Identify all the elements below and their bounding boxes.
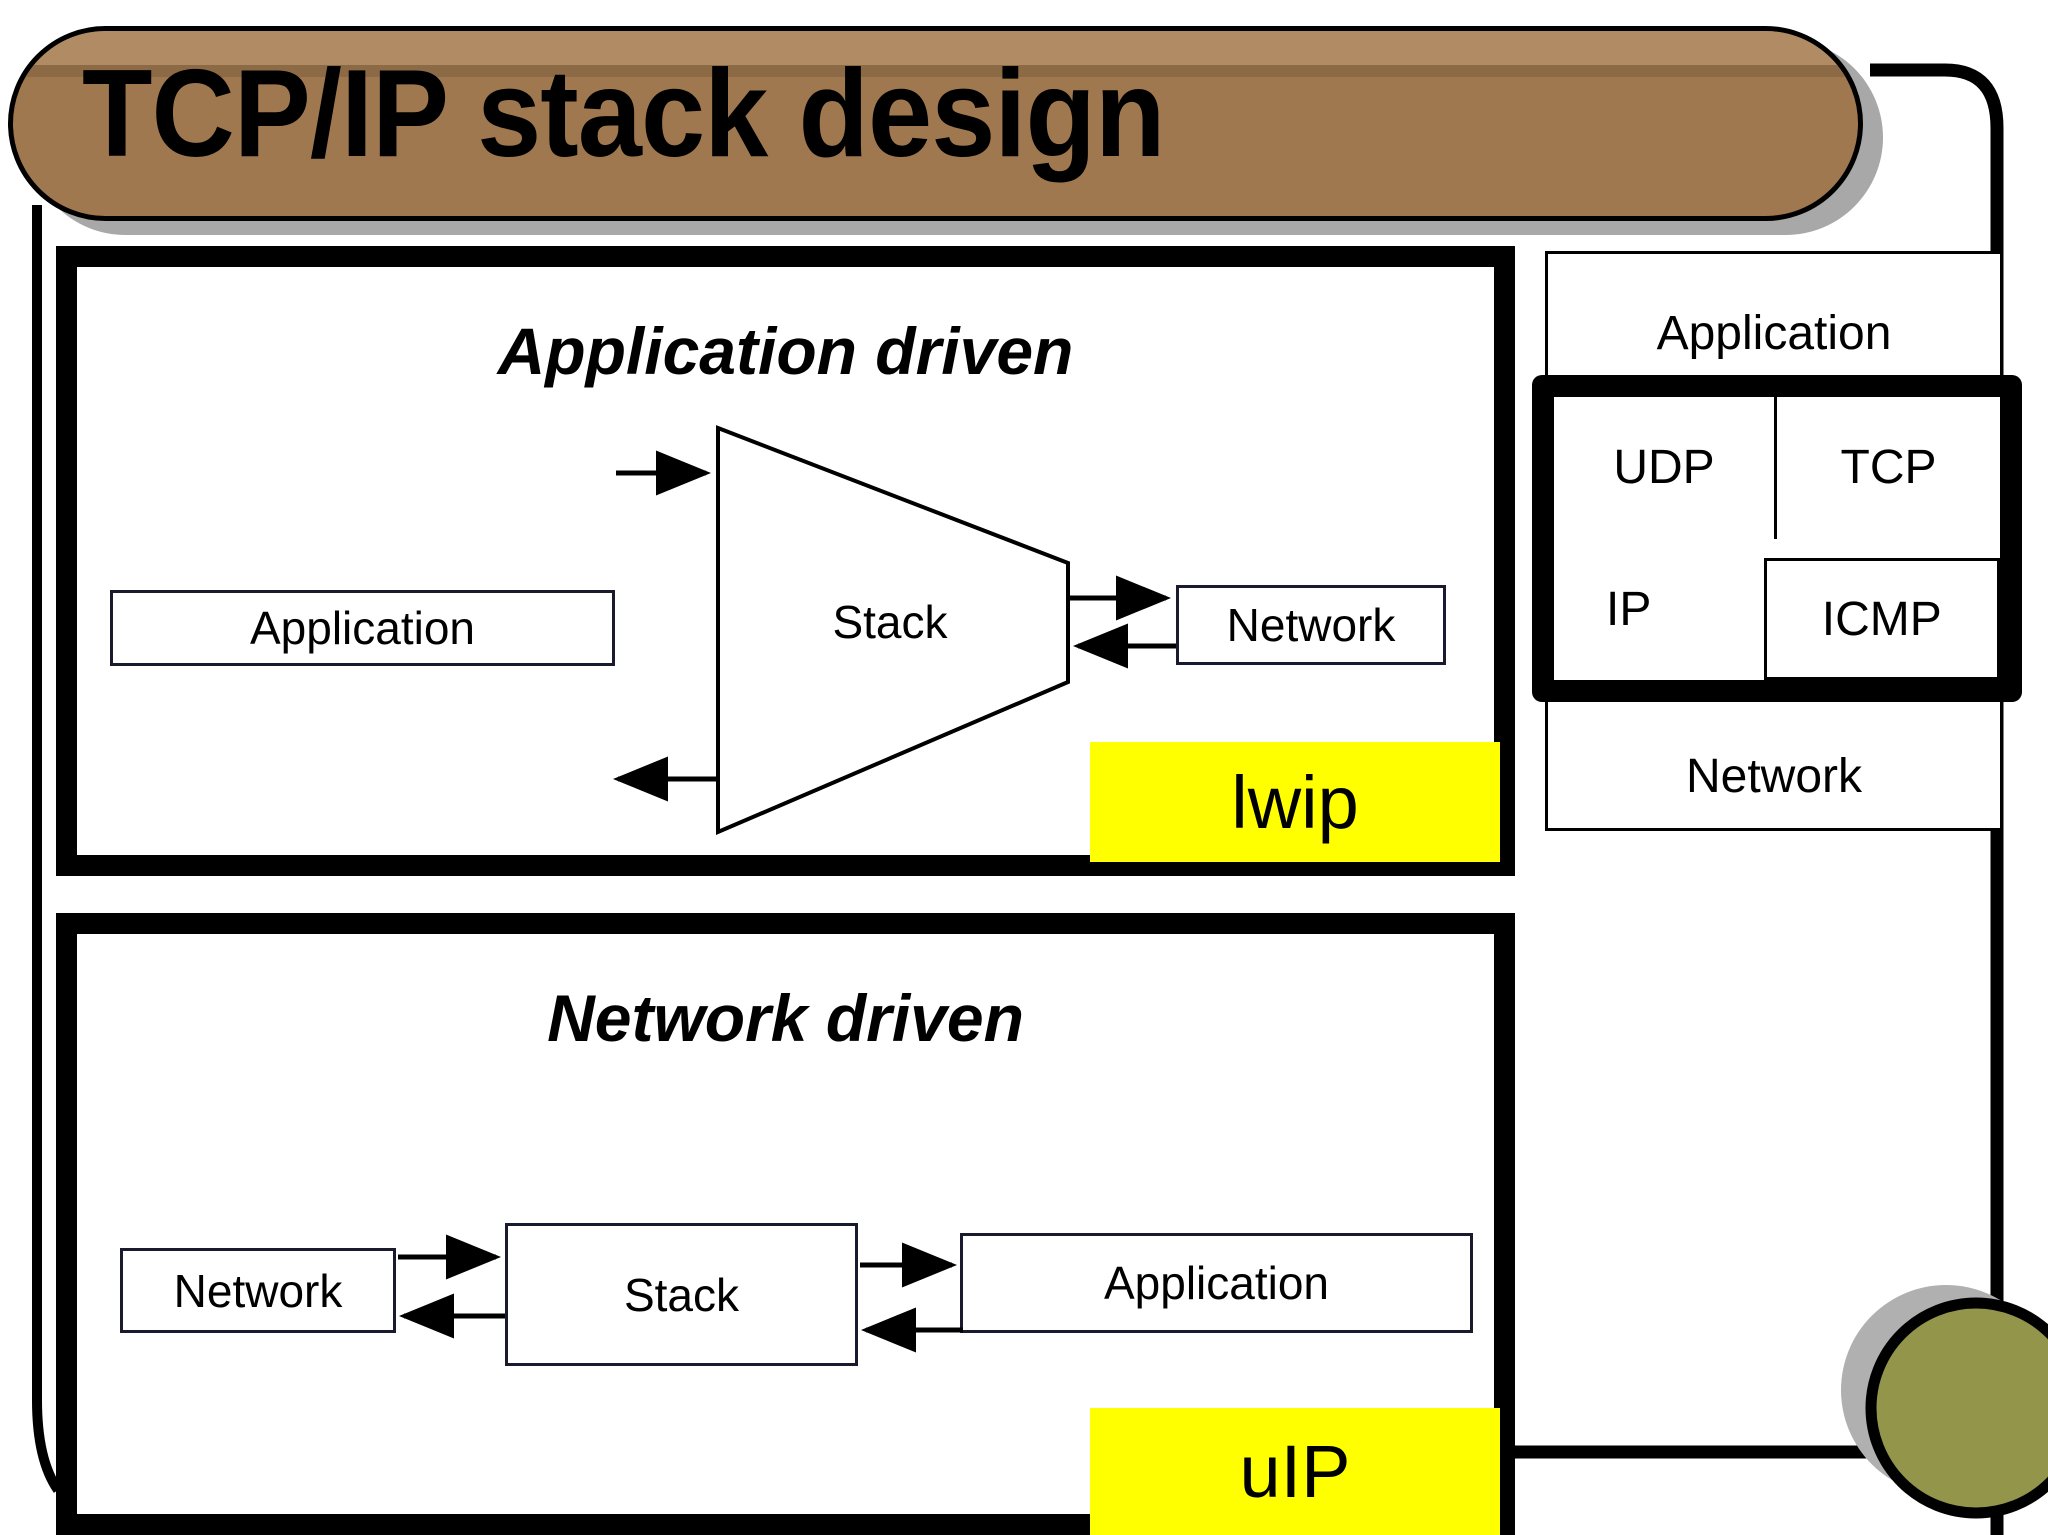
decorative-circle-fill [1865,1297,2048,1519]
protocol-stack-column: Application Network UDP TCP IP [1532,251,2022,831]
lwip-tag-label: lwip [1231,760,1359,844]
app-driven-network-box[interactable]: Network [1176,585,1446,665]
protocol-cell-udp[interactable]: UDP [1554,397,1777,539]
protocol-core-highlight: UDP TCP IP ICMP [1532,375,2022,702]
protocol-cell-icmp-label: ICMP [1821,592,1942,646]
protocol-layer-application-label: Application [1656,307,1892,360]
net-driven-stack-label: Stack [623,1268,740,1321]
net-driven-network-box[interactable]: Network [120,1248,396,1333]
protocol-cell-udp-label: UDP [1613,441,1715,495]
title-bar [8,26,1863,221]
app-driven-application-label: Application [249,602,476,654]
page-title: TCP/IP stack design [82,45,1165,183]
decorative-circle-shadow [1841,1285,2048,1495]
net-driven-application-box[interactable]: Application [960,1233,1473,1333]
app-driven-network-label: Network [1226,599,1396,651]
uip-tag-label: uIP [1239,1430,1351,1513]
panel-heading-application-driven: Application driven [497,314,1074,388]
protocol-cell-ip-label: IP [1606,582,1652,636]
protocol-cell-tcp-label: TCP [1840,441,1937,495]
protocol-core-inner: UDP TCP IP ICMP [1554,397,2000,680]
title-bevel-highlight [13,31,1858,65]
protocol-layer-network-label: Network [1685,750,1863,803]
net-driven-network-label: Network [173,1264,343,1317]
panel-heading-network-driven: Network driven [547,981,1024,1055]
protocol-cell-tcp[interactable]: TCP [1777,397,2000,539]
lwip-tag: lwip [1090,742,1500,862]
uip-tag: uIP [1090,1408,1500,1535]
net-driven-stack-box[interactable]: Stack [505,1223,858,1366]
app-driven-application-box[interactable]: Application [110,590,615,666]
frame-left-line [32,205,63,1493]
protocol-cell-icmp[interactable]: ICMP [1763,558,2000,680]
net-driven-application-label: Application [1103,1257,1330,1309]
title-bevel-shade [13,65,1858,77]
